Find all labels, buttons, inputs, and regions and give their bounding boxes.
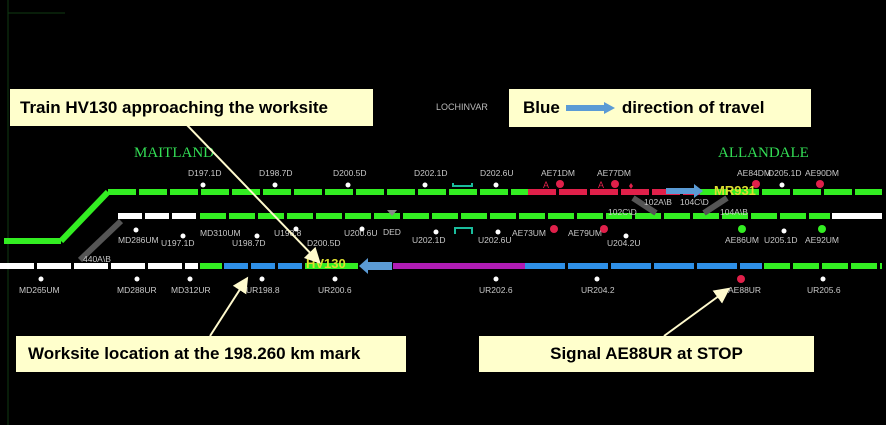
signal-label: UR200.6 [318, 285, 352, 295]
signal-label: MD265UM [19, 285, 60, 295]
signal-label: D205.1D [768, 168, 802, 178]
signal-label: UR202.6 [479, 285, 513, 295]
points-label: 102A\B [644, 197, 672, 207]
signal-label: AE88UR [728, 285, 761, 295]
signal-label: U197.1D [161, 238, 195, 248]
signal-label: UR205.6 [807, 285, 841, 295]
blue-arrow-icon [565, 102, 615, 114]
signal-label: D198.7D [259, 168, 293, 178]
train-hv130: HV130 [306, 256, 346, 271]
signal-label: U205.1D [764, 235, 798, 245]
callout-blue-word: Blue [523, 98, 560, 117]
signal-label: AE84DM [737, 168, 771, 178]
callout-direction-legend: Blue direction of travel [509, 89, 811, 127]
signal-label: U200.6U [344, 228, 378, 238]
signal-label: MD286UM [118, 235, 159, 245]
callout-train-approaching: Train HV130 approaching the worksite [10, 89, 373, 126]
callout-direction-text: direction of travel [621, 98, 765, 117]
signal-label: D200.5D [333, 168, 367, 178]
a-mark: A [543, 180, 549, 190]
signal-label: U202.6U [478, 235, 512, 245]
signal-label: AE90DM [805, 168, 839, 178]
signal-label: AE77DM [597, 168, 631, 178]
signal-label: MD310UM [200, 228, 241, 238]
signal-ae88ur-icon[interactable] [737, 275, 745, 283]
signal-label: D202.1D [414, 168, 448, 178]
signal-label: D202.6U [480, 168, 514, 178]
signal-label: AE86UM [725, 235, 759, 245]
callout-worksite-text: Worksite location at the 198.260 km mark [28, 344, 361, 363]
signal-label: DED [383, 227, 401, 237]
callout-signal-stop: Signal AE88UR at STOP [479, 336, 814, 372]
signal-label: AE79UM [568, 228, 602, 238]
train-mr931: MR931 [714, 183, 756, 198]
signal-label: MD288UR [117, 285, 157, 295]
points-label: 440A\B [83, 254, 111, 264]
signal-label: AE73UM [512, 228, 546, 238]
signal-label: AE71DM [541, 168, 575, 178]
callout-worksite-location: Worksite location at the 198.260 km mark [16, 336, 406, 372]
callout-signal-text: Signal AE88UR at STOP [550, 344, 743, 363]
signal-label: D200.5D [307, 238, 341, 248]
signal-label: MD312UR [171, 285, 211, 295]
signal-label: U198.8 [274, 228, 302, 238]
station-allandale: ALLANDALE [718, 145, 809, 161]
signal-label: U202.1D [412, 235, 446, 245]
points-label: 104A\B [720, 207, 748, 217]
a-mark: A [598, 180, 604, 190]
signal-label: U204.2U [607, 238, 641, 248]
signal-label: D197.1D [188, 168, 222, 178]
signal-label: UR198.8 [246, 285, 280, 295]
signal-label: UR204.2 [581, 285, 615, 295]
points-label: 104C\D [680, 197, 709, 207]
points-label: 102C\D [608, 207, 637, 217]
signal-label: U198.7D [232, 238, 266, 248]
callout-train-text: Train HV130 approaching the worksite [20, 97, 328, 117]
signal-label: AE92UM [805, 235, 839, 245]
station-maitland: MAITLAND [134, 145, 214, 161]
station-lochinvar: LOCHINVAR [436, 102, 488, 112]
